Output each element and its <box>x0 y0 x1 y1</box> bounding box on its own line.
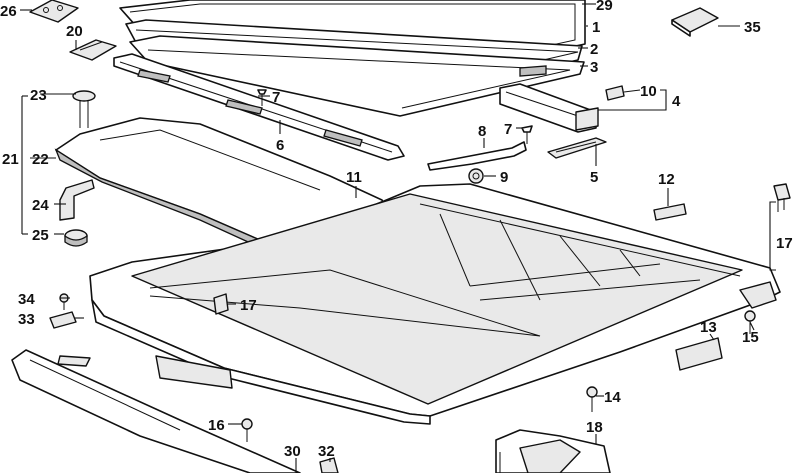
part-11-main-frame[interactable] <box>89 183 781 425</box>
label-20: 20 <box>66 23 83 40</box>
part-35-pad[interactable] <box>671 7 719 37</box>
label-34: 34 <box>18 291 35 308</box>
label-11: 11 <box>346 169 362 186</box>
part-labels: 26 29 1 2 3 35 20 7 6 10 4 5 8 7 9 11 12… <box>0 0 793 460</box>
label-22: 22 <box>32 151 49 168</box>
label-2: 2 <box>590 41 598 58</box>
label-15: 15 <box>742 329 759 346</box>
label-7-upper: 7 <box>272 89 280 106</box>
part-5-slider[interactable] <box>547 137 607 159</box>
label-14: 14 <box>604 389 621 406</box>
label-16: 16 <box>208 417 225 434</box>
part-18-motor-assembly[interactable] <box>495 429 611 473</box>
label-13: 13 <box>700 319 717 336</box>
label-30: 30 <box>284 443 301 460</box>
label-24: 24 <box>32 197 49 214</box>
part-7-screw-right[interactable] <box>521 125 533 144</box>
part-16-screw[interactable] <box>241 418 253 442</box>
part-20-clip[interactable] <box>69 39 117 61</box>
label-6: 6 <box>276 137 284 154</box>
part-17-fastener-upper[interactable] <box>773 183 791 212</box>
part-9-nut[interactable] <box>468 168 484 184</box>
label-8: 8 <box>478 123 486 140</box>
label-17-upper: 17 <box>776 235 793 252</box>
part-34-screw[interactable] <box>59 293 69 310</box>
part-15-screw[interactable] <box>744 310 756 334</box>
part-33-clip[interactable] <box>49 311 77 329</box>
label-17-lower: 17 <box>240 297 257 314</box>
label-23: 23 <box>30 87 47 104</box>
label-32: 32 <box>318 443 335 460</box>
label-3: 3 <box>590 59 598 76</box>
part-30-trim-channel[interactable] <box>11 349 301 473</box>
part-6-guide-rail[interactable] <box>113 53 405 161</box>
part-4-side-rail[interactable] <box>499 83 599 133</box>
leader-lines <box>20 3 776 473</box>
label-26: 26 <box>0 3 17 20</box>
label-25: 25 <box>32 227 49 244</box>
part-23-screw[interactable] <box>72 90 96 128</box>
label-1: 1 <box>592 19 600 36</box>
label-29: 29 <box>596 0 613 14</box>
part-26-bracket[interactable] <box>29 0 79 23</box>
part-17-clip-lower[interactable] <box>213 293 229 315</box>
part-13-trim[interactable] <box>675 337 723 371</box>
part-14-screw[interactable] <box>586 386 598 412</box>
label-18: 18 <box>586 419 603 436</box>
label-35: 35 <box>744 19 761 36</box>
label-9: 9 <box>500 169 508 186</box>
part-24-bracket[interactable] <box>59 179 95 221</box>
label-7-right: 7 <box>504 121 512 138</box>
part-32-clip[interactable] <box>319 457 339 473</box>
label-5: 5 <box>590 169 598 186</box>
part-25-knob[interactable] <box>64 229 88 247</box>
part-12-clip[interactable] <box>653 203 687 221</box>
label-10: 10 <box>640 83 657 100</box>
label-12: 12 <box>658 171 675 188</box>
part-8-cable-link[interactable] <box>427 141 527 171</box>
label-21: 21 <box>2 151 19 168</box>
part-10-plug[interactable] <box>605 85 625 101</box>
label-33: 33 <box>18 311 35 328</box>
label-4: 4 <box>672 93 681 110</box>
